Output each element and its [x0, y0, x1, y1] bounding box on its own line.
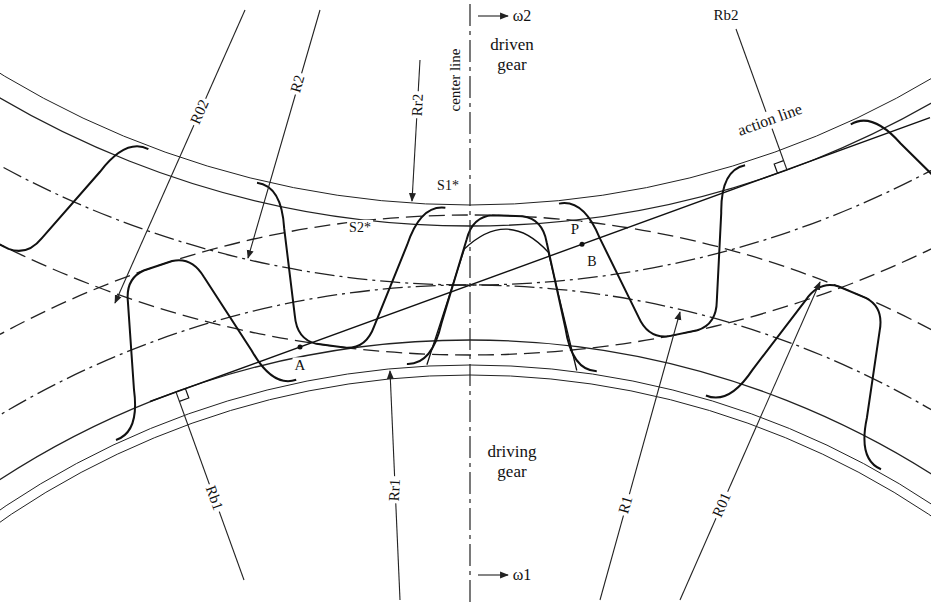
- center-line: [469, 4, 470, 606]
- line-label: action line: [733, 99, 806, 141]
- axis-label: center line: [447, 47, 464, 114]
- gear-name: driving gear: [475, 442, 549, 481]
- driving-pitch-circle: [0, 285, 931, 610]
- radius-label: Rb2: [711, 7, 740, 24]
- driven-root-circle: [0, 0, 931, 205]
- radius-label: Rr2: [409, 91, 428, 118]
- leader-line: [680, 282, 820, 600]
- leader-line: [412, 60, 420, 201]
- point-label: S1*: [435, 178, 461, 194]
- radius-label: Rr1: [386, 476, 405, 503]
- driven-base-circle: [0, 0, 931, 226]
- leader-line: [176, 392, 244, 580]
- driven-addendum-circle: [0, 0, 931, 355]
- contact-point: [298, 344, 303, 349]
- driving-root-circle: [0, 365, 931, 610]
- action-line: [150, 118, 930, 402]
- gear-name: driven gear: [475, 35, 549, 74]
- driving-addendum-circle: [0, 215, 931, 610]
- leader-line: [248, 10, 320, 258]
- speed-label: ω2: [511, 7, 534, 25]
- radius-label: R02: [186, 95, 214, 129]
- driving-inner-circle: [0, 375, 931, 610]
- driving-base-circle: [0, 340, 931, 610]
- rotation-arrow: [478, 15, 508, 16]
- leader-line: [115, 10, 245, 303]
- point-label: A: [293, 357, 308, 374]
- contact-point: [580, 242, 585, 247]
- radius-label: R01: [708, 488, 736, 522]
- driven-teeth: [0, 27, 931, 358]
- point-label: S2*: [347, 220, 373, 236]
- leader-line: [600, 312, 680, 600]
- speed-label: ω1: [511, 566, 534, 584]
- radius-label: R2: [287, 71, 310, 96]
- radius-label: Rb1: [201, 481, 227, 514]
- right-angle-mark: [179, 389, 188, 402]
- point-label: P: [569, 221, 581, 238]
- driving-teeth: [68, 212, 931, 610]
- rotation-arrow: [478, 574, 508, 575]
- leader-line: [736, 29, 787, 170]
- point-label: B: [585, 254, 598, 270]
- right-angle-mark: [774, 161, 783, 174]
- radius-label: R1: [615, 492, 638, 517]
